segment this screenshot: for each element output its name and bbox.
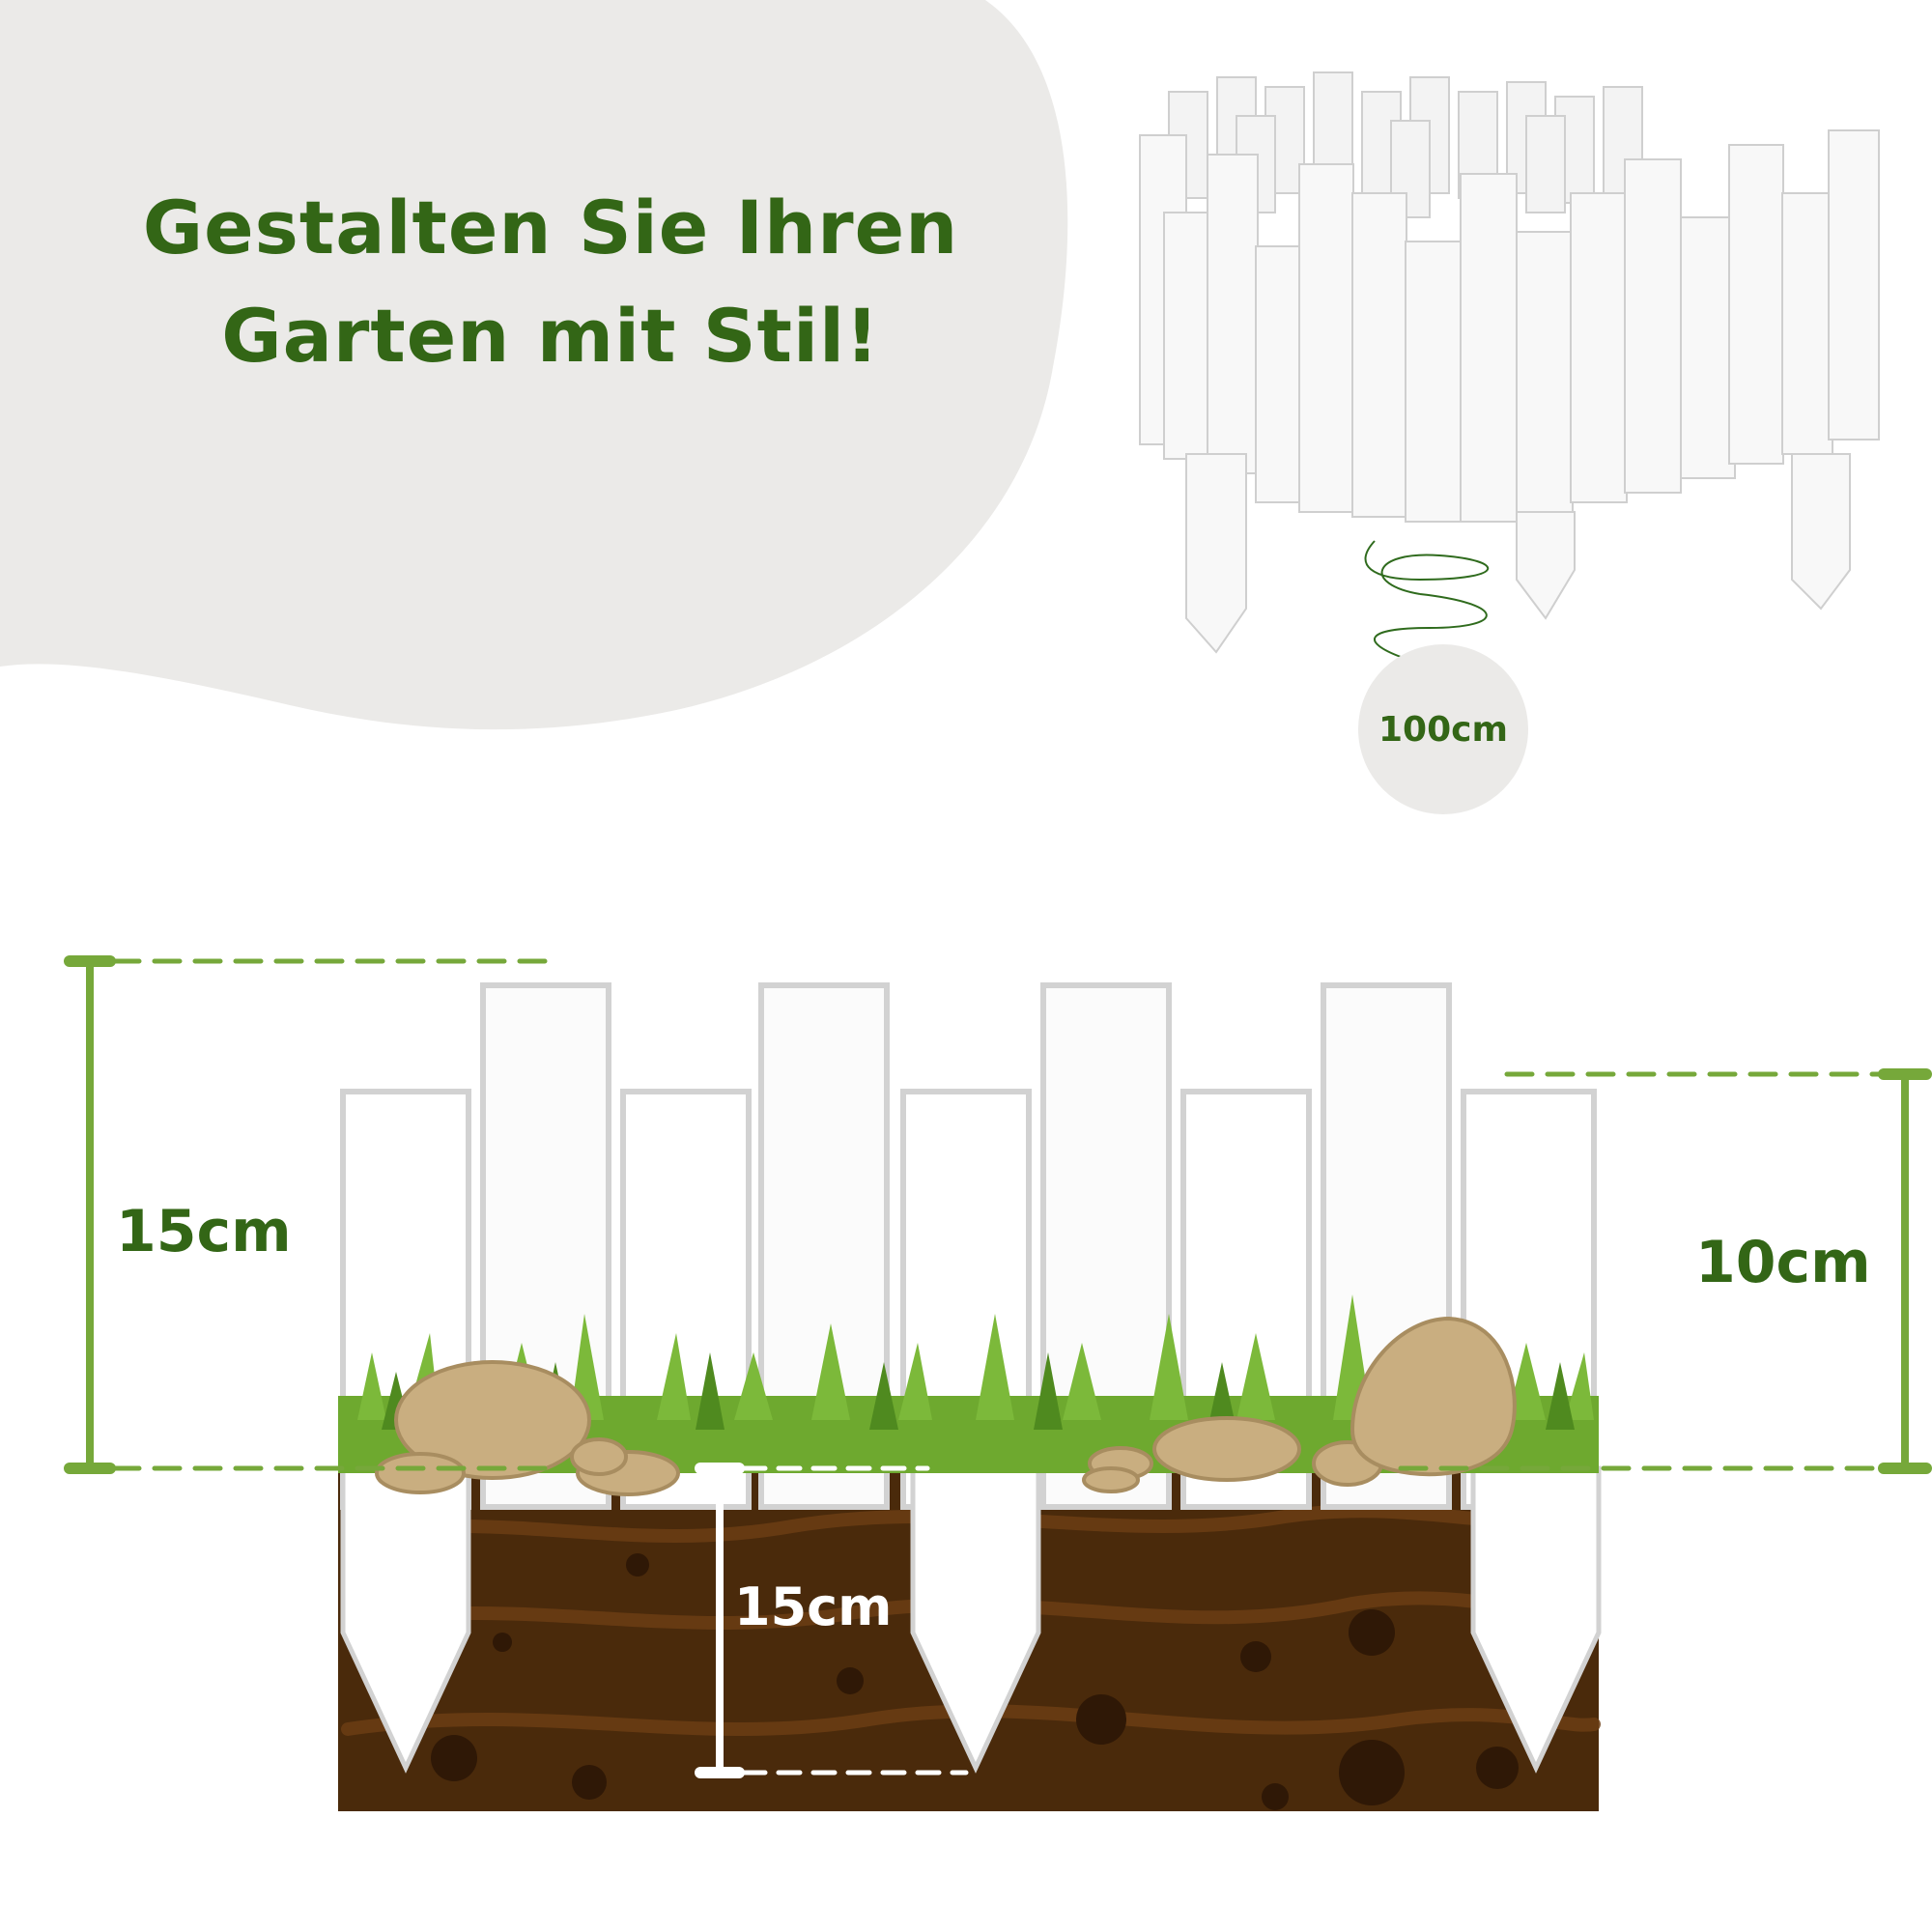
headline-line-2: Garten mit Stil! bbox=[221, 293, 880, 379]
short-height-dimension bbox=[1398, 1068, 1932, 1474]
headline: Gestalten Sie Ihren Garten mit Stil! bbox=[116, 174, 985, 390]
roll-fence-illustration bbox=[1139, 71, 1880, 658]
fence-cross-section bbox=[64, 955, 1932, 1811]
short-height-label: 10cm bbox=[1695, 1229, 1871, 1296]
stones bbox=[375, 1316, 1517, 1496]
total-height-label: 15cm bbox=[116, 1198, 292, 1265]
roll-length-badge bbox=[1358, 644, 1528, 814]
ground-depth-dimension bbox=[695, 1463, 969, 1778]
total-height-dimension bbox=[64, 955, 563, 1474]
roll-length-label: 100cm bbox=[1378, 710, 1508, 750]
background-blob bbox=[0, 0, 1068, 730]
ground-depth-label: 15cm bbox=[734, 1577, 893, 1637]
headline-line-1: Gestalten Sie Ihren bbox=[142, 185, 959, 270]
